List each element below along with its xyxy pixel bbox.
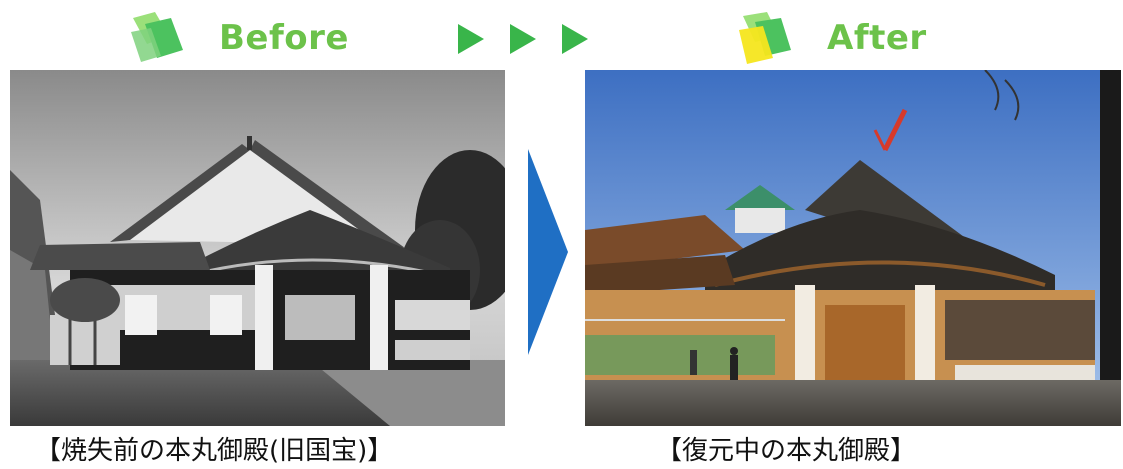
- yellow-diamond-icon: [739, 12, 791, 64]
- play-arrow-icon: [562, 24, 588, 54]
- after-label: After: [827, 18, 927, 58]
- play-arrow-icon: [458, 24, 484, 54]
- after-caption: 【復元中の本丸御殿】: [656, 436, 917, 466]
- before-label: Before: [219, 18, 349, 58]
- before-photo: [10, 70, 505, 426]
- before-caption: 【焼失前の本丸御殿(旧国宝)】: [35, 436, 394, 466]
- after-photo: [585, 70, 1121, 426]
- play-arrow-icon: [510, 24, 536, 54]
- after-palace-illustration: [585, 70, 1121, 426]
- green-diamond-icon: [131, 12, 183, 62]
- blue-chevron-arrow-icon: [528, 149, 568, 355]
- after-heading: After: [733, 8, 927, 68]
- before-palace-illustration: [10, 70, 505, 426]
- before-heading: Before: [125, 8, 349, 68]
- progress-arrows: [458, 24, 588, 54]
